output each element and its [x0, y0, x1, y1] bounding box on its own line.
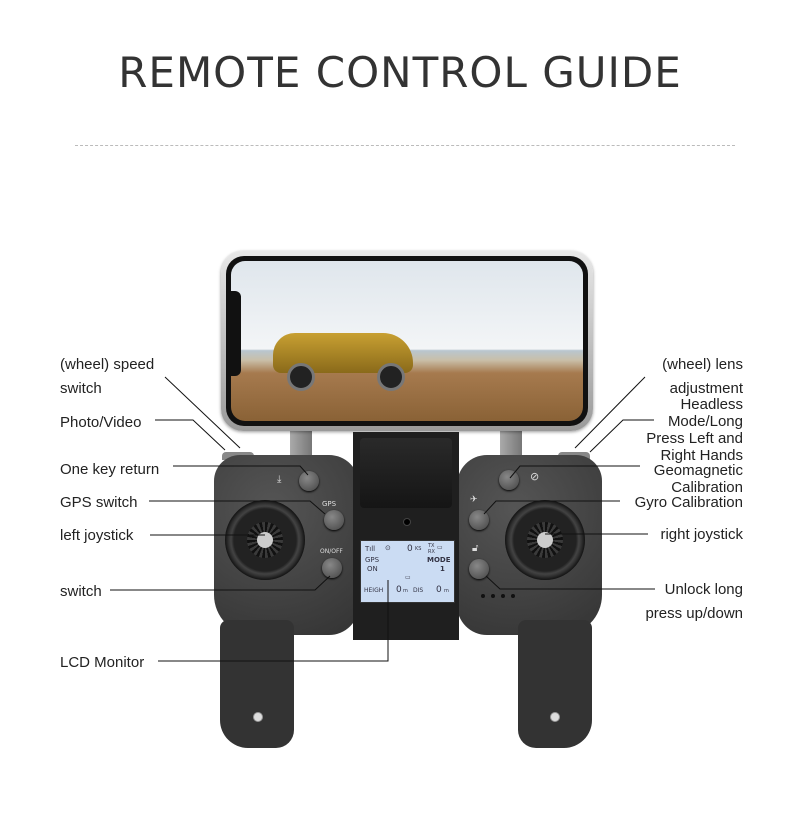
power-button[interactable]: [322, 558, 342, 578]
title-divider: [75, 145, 735, 146]
phone-clamp-right: [500, 430, 522, 458]
right-joystick[interactable]: [505, 500, 585, 580]
lcd-monitor: Tıll ⊙ 0 KS TX RX ▭ GPS ON MODE 1 ▭ HEIG…: [360, 540, 455, 603]
one-key-return-button[interactable]: [299, 471, 319, 491]
label-left-joystick: left joystick: [60, 527, 134, 544]
label-gps-switch: GPS switch: [60, 494, 138, 511]
label-photo-video: Photo/Video: [60, 414, 142, 431]
page-title: REMOTE CONTROL GUIDE: [118, 48, 682, 97]
battery-icon: ▭: [437, 544, 443, 551]
indicator-hole: [403, 518, 411, 526]
lcd-battery-icon: ▭: [405, 574, 411, 581]
phone-clamp-left: [290, 430, 312, 458]
signal-icon: Tıll: [365, 545, 376, 553]
label-geomagnetic-calibration: Geomagnetic Calibration: [653, 462, 743, 496]
return-home-icon: ⤓: [277, 474, 282, 485]
label-headless-mode: Headless Mode/Long Press Left and Right …: [646, 396, 743, 464]
label-one-key-return: One key return: [60, 461, 160, 478]
label-lcd-monitor: LCD Monitor: [60, 654, 145, 671]
power-button-label: ON/OFF: [320, 548, 343, 555]
unlock-icon: 🔓︎: [472, 543, 479, 554]
right-handle: [518, 620, 592, 748]
label-power-switch: switch: [60, 583, 102, 600]
label-lens-adjustment: (wheel) lens adjustment: [662, 356, 743, 397]
headless-mode-button[interactable]: [499, 470, 519, 490]
label-speed-switch: (wheel) speed switch: [60, 356, 155, 397]
phone-holder-base: [360, 438, 452, 508]
label-gyro-calibration: Gyro Calibration: [634, 494, 743, 511]
headless-icon: ⊘: [530, 470, 540, 483]
label-right-joystick: right joystick: [660, 526, 743, 543]
left-handle: [220, 620, 294, 748]
gyro-icon: ✈: [470, 495, 478, 505]
phone: [221, 251, 593, 431]
gps-button[interactable]: [324, 510, 344, 530]
label-unlock: Unlock long press up/down: [645, 581, 743, 622]
left-joystick[interactable]: [225, 500, 305, 580]
gyro-calibration-button[interactable]: [469, 510, 489, 530]
unlock-button[interactable]: [469, 559, 489, 579]
gps-button-label: GPS: [322, 500, 337, 508]
gps-satellite-icon: ⊙: [385, 544, 391, 552]
phone-screen-image: [231, 261, 583, 421]
